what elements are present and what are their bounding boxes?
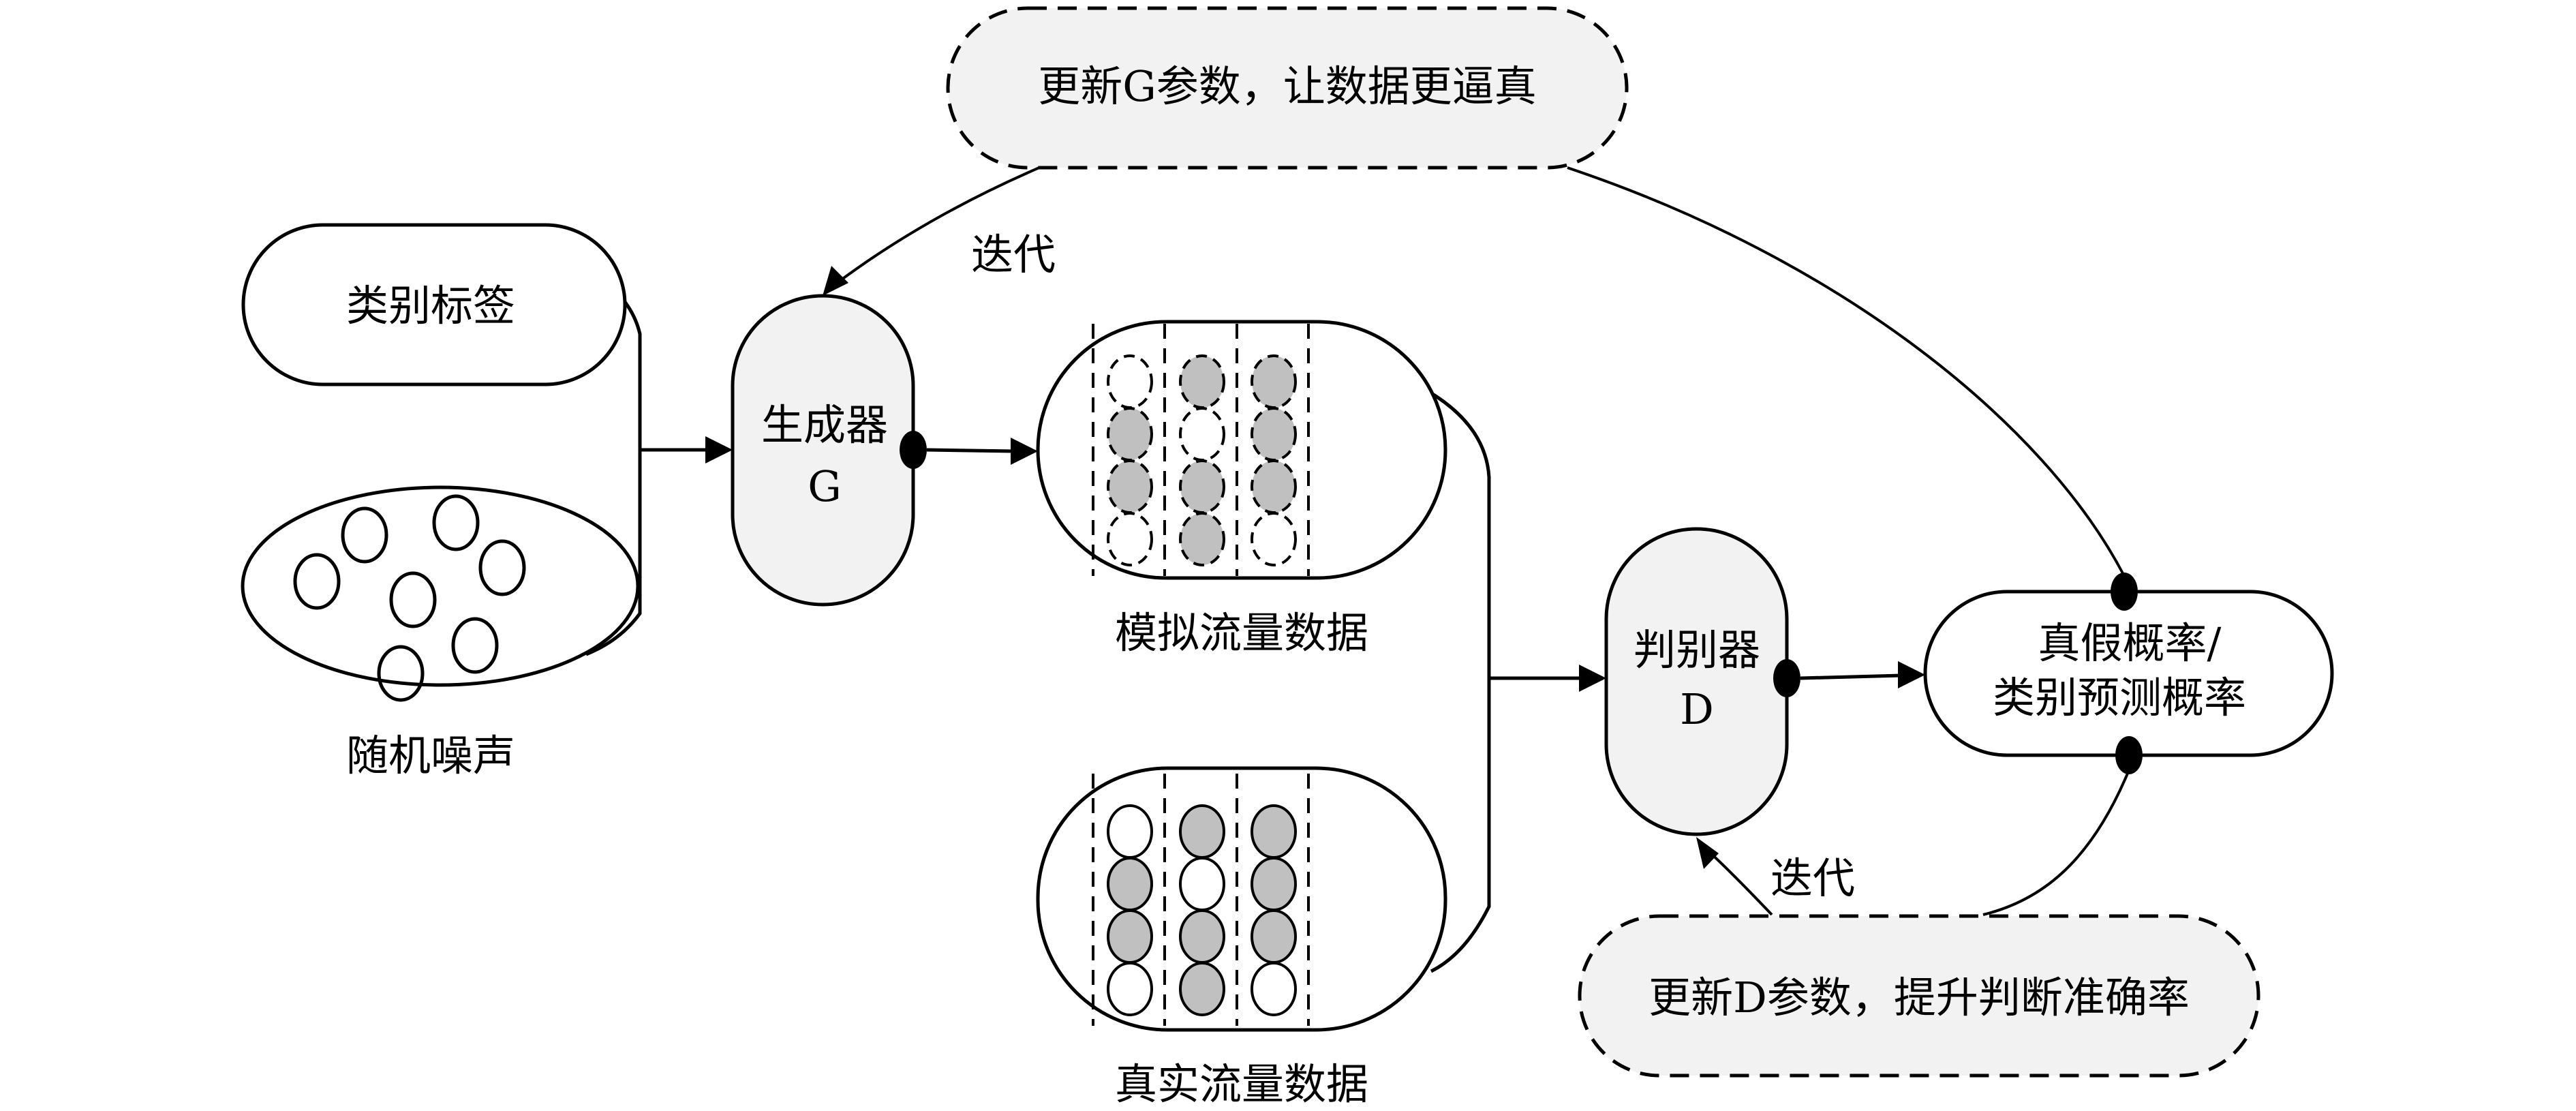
real-caption: 真实流量数据 (1115, 1059, 1368, 1109)
data-cell-empty (1107, 512, 1153, 566)
arrow-head (705, 436, 733, 463)
data-cell-filled (1251, 857, 1297, 911)
discriminator-output-port (1773, 659, 1800, 697)
data-cell-filled (1251, 909, 1297, 964)
generator-node: 生成器 G (731, 294, 915, 607)
data-cell-empty (1251, 962, 1297, 1016)
update-d-label: 更新D参数，提升判断准确率 (1649, 973, 2190, 1022)
data-cell-filled (1107, 407, 1153, 461)
noise-caption: 随机噪声 (346, 731, 515, 780)
data-cell-empty (1107, 962, 1153, 1016)
discriminator-symbol: D (1680, 684, 1714, 734)
arrow-head (1011, 438, 1038, 465)
real-shadow (1430, 675, 1491, 973)
data-cell-filled (1251, 804, 1297, 859)
noise-shadow (585, 409, 642, 656)
output-top-port (2111, 573, 2138, 611)
discriminator-edge (1800, 673, 1902, 680)
update-g-node: 更新G参数，让数据更逼真 (946, 6, 1629, 170)
data-cell-filled (1179, 962, 1225, 1016)
arrow-head (1696, 837, 1719, 869)
noise-node: 随机噪声 (241, 409, 642, 780)
class-label-node: 类别标签 (241, 223, 642, 450)
data-cell-filled (1107, 857, 1153, 911)
iterate-g-edge (827, 166, 1040, 291)
noise-sample (432, 494, 480, 551)
output-bottom-port (2115, 736, 2143, 774)
update-g-label: 更新G参数，让数据更逼真 (1038, 61, 1537, 111)
noise-sample (478, 539, 526, 596)
generator-label: 生成器 (761, 400, 888, 450)
feedback-d-edge (1982, 770, 2130, 916)
data-cell-empty (1179, 407, 1225, 461)
noise-sample (293, 553, 341, 610)
data-cell-filled (1251, 407, 1297, 461)
output-label-line2: 类别预测概率 (1993, 673, 2246, 722)
arrow-head (823, 266, 848, 296)
data-cell-filled (1179, 354, 1225, 409)
generator-symbol: G (808, 461, 842, 511)
arrow-head (1579, 665, 1606, 692)
simulated-data-node: 模拟流量数据 (1036, 320, 1491, 682)
data-cell-filled (1107, 909, 1153, 964)
data-cell-filled (1179, 512, 1225, 566)
output-label-line1: 真假概率/ (2038, 618, 2222, 668)
iterate-g-label: 迭代 (971, 230, 1056, 279)
noise-sample (451, 617, 499, 674)
output-node: 真假概率/ 类别预测概率 (1923, 590, 2334, 757)
simulated-shadow (1420, 385, 1491, 682)
data-cell-filled (1179, 459, 1225, 514)
data-cell-empty (1179, 857, 1225, 911)
discriminator-label: 判别器 (1634, 625, 1760, 675)
data-cell-empty (1107, 354, 1153, 409)
generator-edge (926, 448, 1016, 453)
iterate-d-label: 迭代 (1770, 853, 1855, 903)
arrow-head (1898, 661, 1925, 688)
data-cell-empty (1251, 512, 1297, 566)
noise-sample (389, 571, 437, 628)
data-cell-filled (1179, 909, 1225, 964)
class-label-text: 类别标签 (346, 281, 515, 331)
noise-sample (341, 506, 388, 564)
data-cell-filled (1251, 354, 1297, 409)
data-cell-empty (1107, 804, 1153, 859)
data-cell-filled (1251, 459, 1297, 514)
update-d-node: 更新D参数，提升判断准确率 (1578, 914, 2260, 1078)
noise-sample (377, 645, 425, 702)
simulated-caption: 模拟流量数据 (1115, 608, 1368, 658)
real-data-node: 真实流量数据 (1036, 675, 1491, 1109)
discriminator-node: 判别器 D (1604, 527, 1789, 836)
generator-output-port (900, 431, 927, 469)
data-cell-filled (1179, 804, 1225, 859)
feedback-g-edge (1567, 166, 2126, 577)
data-cell-filled (1107, 459, 1153, 514)
